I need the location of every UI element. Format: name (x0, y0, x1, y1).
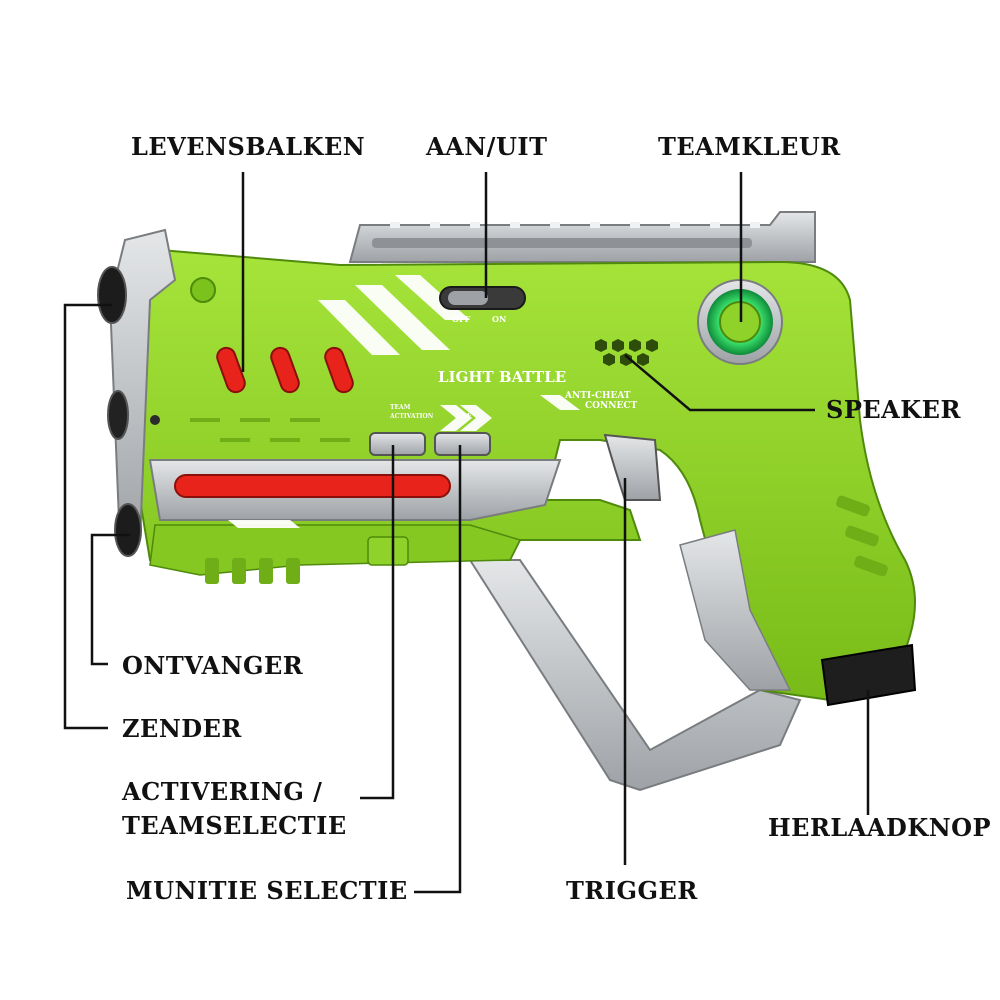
label-activering-line1: ACTIVERING / (122, 777, 323, 806)
label-levensbalken: LEVENSBALKEN (131, 132, 366, 161)
label-munitie-selectie: MUNITIE SELECTIE (126, 876, 408, 905)
barrel-light-bar (174, 474, 451, 498)
label-activering-line2: TEAMSELECTIE (122, 811, 347, 840)
team-text: TEAM (390, 404, 411, 411)
trigger[interactable] (603, 433, 662, 501)
label-ontvanger: ONTVANGER (122, 651, 304, 680)
switch-on-text: ON (492, 314, 506, 324)
fire-text: FIRE (455, 413, 472, 420)
label-herlaadknop: HERLAADKNOP (768, 813, 992, 842)
ammo-select-button[interactable] (434, 432, 491, 456)
activation-text: ACTIVATION (389, 413, 434, 420)
connect-text: CONNECT (585, 401, 637, 411)
power-switch[interactable]: OFF ON (439, 286, 526, 324)
switch-off-text: OFF (452, 314, 471, 324)
grip-frame (468, 559, 802, 792)
brand-text: LIGHT BATTLE (438, 368, 566, 386)
team-color-led (697, 279, 783, 365)
activation-button[interactable] (369, 432, 426, 456)
label-speaker: SPEAKER (826, 395, 961, 424)
top-rail (348, 211, 816, 263)
anti-cheat-text: ANTI-CHEAT (564, 391, 631, 401)
reload-button[interactable] (820, 643, 917, 707)
label-trigger: TRIGGER (566, 876, 698, 905)
label-teamkleur: TEAMKLEUR (658, 132, 841, 161)
life-bars (216, 346, 354, 394)
receiver-lens (114, 503, 142, 557)
label-aan-uit: AAN/UIT (426, 132, 548, 161)
transmitter-lens (97, 266, 127, 324)
label-zender: ZENDER (122, 714, 242, 743)
